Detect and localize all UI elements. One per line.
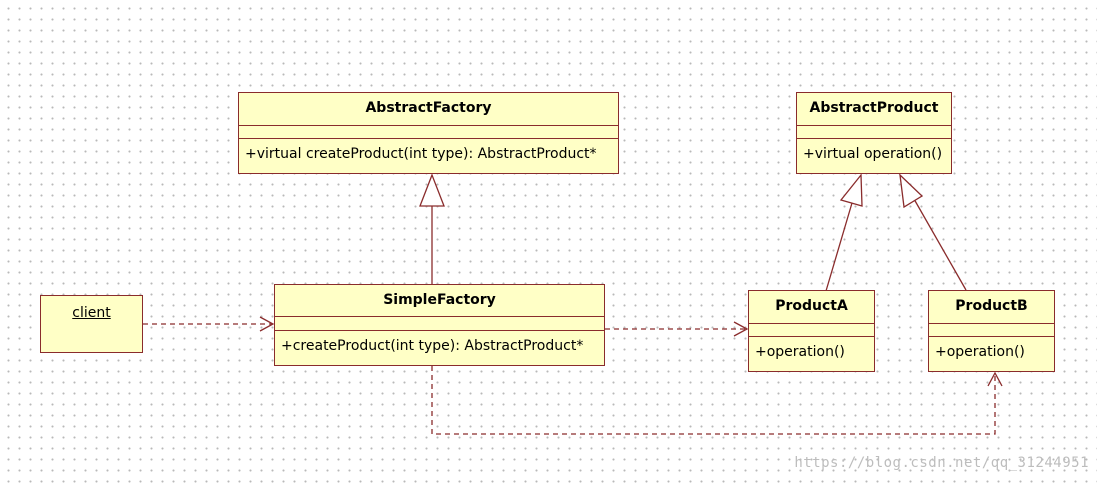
attributes-compartment [797,126,951,139]
class-name: AbstractProduct [797,93,951,126]
dependency-arrowhead-producta [733,321,749,337]
dependency-arrowhead-simplefactory [259,316,275,332]
class-product-b[interactable]: ProductB +operation() [928,290,1055,372]
class-simple-factory[interactable]: SimpleFactory +createProduct(int type): … [274,284,605,366]
attributes-compartment [929,324,1054,337]
generalization-arrowhead-producta [839,173,863,207]
operation: +operation() [935,344,1025,360]
generalization-producta-abstractproduct [825,202,853,292]
class-name: SimpleFactory [275,285,604,317]
operation: +createProduct(int type): AbstractProduc… [281,338,584,354]
class-name: ProductA [749,291,874,324]
class-abstract-product[interactable]: AbstractProduct +virtual operation() [796,92,952,174]
actor-client[interactable]: client [40,295,143,353]
operation: +virtual operation() [803,146,943,162]
generalization-productb-abstractproduct [913,198,967,291]
dependency-simplefactory-productb [431,366,996,435]
generalization-arrowhead-productb [899,173,924,209]
class-name: AbstractFactory [239,93,618,126]
operation: +virtual createProduct(int type): Abstra… [245,146,597,162]
generalization-arrowhead-abstractfactory [419,173,445,207]
watermark: https://blog.csdn.net/qq_31244951 [794,455,1089,471]
attributes-compartment [239,126,618,139]
operation: +operation() [755,344,845,360]
attributes-compartment [275,317,604,331]
attributes-compartment [749,324,874,337]
class-abstract-factory[interactable]: AbstractFactory +virtual createProduct(i… [238,92,619,174]
class-product-a[interactable]: ProductA +operation() [748,290,875,372]
class-name: ProductB [929,291,1054,324]
dependency-arrowhead-productb [987,371,1003,387]
actor-name: client [72,305,111,321]
